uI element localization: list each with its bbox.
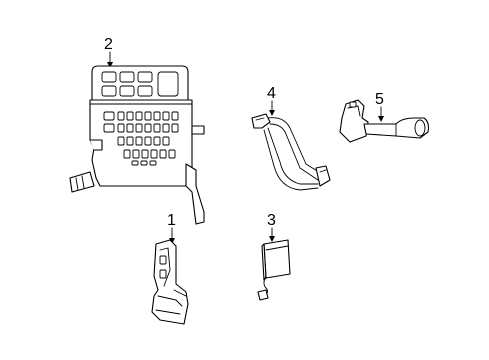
callout-label-2: 2 — [104, 36, 113, 53]
part-1-control-module: 1 — [151, 212, 189, 325]
part-3-sensor: 3 — [257, 212, 291, 301]
part-5-combination-switch: 5 — [339, 91, 430, 143]
arrowhead-3 — [269, 236, 275, 242]
arrowhead-1 — [169, 238, 175, 244]
arrowhead-2 — [107, 62, 113, 68]
callout-label-5: 5 — [375, 91, 384, 108]
part-4-wiring-harness: 4 — [251, 85, 331, 191]
arrowhead-5 — [378, 116, 384, 122]
part-2-junction-block: 2 — [69, 36, 205, 225]
arrowhead-4 — [269, 110, 275, 116]
callout-label-1: 1 — [167, 212, 176, 229]
callout-label-4: 4 — [267, 85, 276, 102]
callout-label-3: 3 — [267, 212, 276, 229]
